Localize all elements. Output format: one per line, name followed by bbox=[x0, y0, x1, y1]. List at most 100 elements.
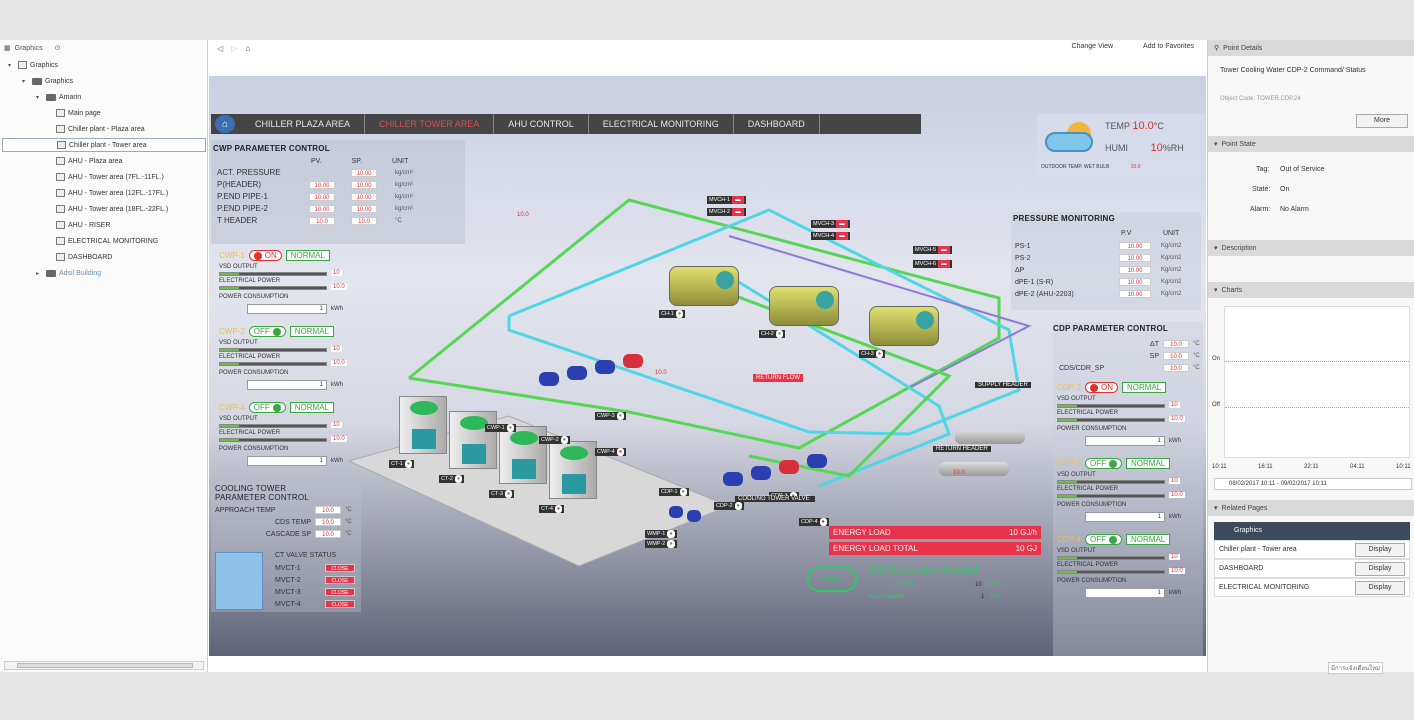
mv-valve-tag[interactable]: MVCH-3▬ bbox=[811, 220, 850, 228]
sp-input[interactable]: 10.00 bbox=[351, 168, 377, 177]
cwp-onoff-toggle[interactable]: OFF bbox=[248, 402, 286, 413]
point-state-header[interactable]: ▾Point State bbox=[1208, 136, 1414, 152]
tree-item[interactable]: Chiller plant - Plaza area bbox=[56, 122, 145, 136]
display-button[interactable]: Display bbox=[1355, 543, 1405, 557]
cwp-pump-icon[interactable] bbox=[539, 372, 559, 386]
tree-item[interactable]: ELECTRICAL MONITORING bbox=[56, 234, 158, 248]
tree-item[interactable]: ▸Adsil Building bbox=[36, 266, 101, 280]
tree-item[interactable]: AHU - Tower area (12FL.-17FL.) bbox=[56, 186, 168, 200]
cwp-vsd-value: 10 bbox=[331, 346, 342, 352]
description-header[interactable]: ▾Description bbox=[1208, 240, 1414, 256]
chiller-unit[interactable] bbox=[669, 266, 739, 306]
tree-item[interactable]: ▾Graphics bbox=[8, 58, 58, 72]
chiller-unit[interactable] bbox=[869, 306, 939, 346]
mv-valve-tag[interactable]: MVCH-6▬ bbox=[913, 260, 952, 268]
mv-valve-tag[interactable]: MVCH-4▬ bbox=[811, 232, 850, 240]
ct-tag[interactable]: CT-4● bbox=[539, 505, 565, 513]
cdp-pump-icon[interactable] bbox=[751, 466, 771, 480]
home-button[interactable]: ⌂ bbox=[215, 115, 235, 133]
nav-tab-2[interactable]: AHU CONTROL bbox=[494, 114, 589, 134]
change-view-button[interactable]: Change View bbox=[1071, 43, 1114, 50]
cdp-pump-icon[interactable] bbox=[779, 460, 799, 474]
point-details-header[interactable]: ⚲Point Details bbox=[1208, 40, 1414, 56]
display-button[interactable]: Display bbox=[1355, 581, 1405, 595]
expand-arrow-icon[interactable]: ▸ bbox=[36, 270, 40, 277]
collapse-arrow-icon[interactable]: ▾ bbox=[22, 78, 26, 85]
back-icon[interactable]: ◁ bbox=[217, 43, 224, 53]
cwp-tag[interactable]: CWP-3● bbox=[595, 412, 627, 420]
cwp-onoff-toggle[interactable]: OFF bbox=[248, 326, 286, 337]
tree-item[interactable]: AHU - Tower area (18FL.-22FL.) bbox=[56, 202, 168, 216]
cdp-tag[interactable]: CDP-1● bbox=[659, 488, 689, 496]
cwp-tag[interactable]: CWP-2● bbox=[539, 436, 571, 444]
collapse-arrow-icon[interactable]: ▾ bbox=[8, 62, 12, 69]
wmp-pump-icon[interactable] bbox=[687, 510, 701, 522]
home-icon[interactable]: ⌂ bbox=[245, 43, 251, 53]
cdp-onoff-toggle[interactable]: OFF bbox=[1085, 534, 1123, 545]
charts-header[interactable]: ▾Charts bbox=[1208, 282, 1414, 298]
sp-input[interactable]: 10.0 bbox=[351, 216, 377, 225]
cwp-tag[interactable]: CWP-1● bbox=[485, 424, 517, 432]
ct-tag[interactable]: CT-2● bbox=[439, 475, 465, 483]
chiller-tag[interactable]: CH-3● bbox=[859, 350, 886, 358]
tree-item[interactable]: ▾Amarin bbox=[36, 90, 81, 104]
cdp-tag[interactable]: CDP-4● bbox=[799, 518, 829, 526]
pin-icon[interactable]: ⊙ bbox=[54, 45, 61, 52]
cdp-pump-icon[interactable] bbox=[723, 472, 743, 486]
chiller-unit[interactable] bbox=[769, 286, 839, 326]
sp-input[interactable]: 10.00 bbox=[351, 180, 377, 189]
sp-input[interactable]: 10.00 bbox=[351, 204, 377, 213]
more-button[interactable]: More bbox=[1356, 114, 1408, 128]
cdp-pump-icon[interactable] bbox=[807, 454, 827, 468]
cdp-onoff-toggle[interactable]: OFF bbox=[1085, 458, 1123, 469]
cooling-tower-unit[interactable] bbox=[449, 411, 497, 469]
mv-valve-tag[interactable]: MVCH-1▬ bbox=[707, 196, 746, 204]
notification-footer[interactable]: มีการแจ้งเตือนใหม่ bbox=[1328, 662, 1383, 674]
cwp-pump-icon[interactable] bbox=[595, 360, 615, 374]
tree-item[interactable]: ▾Graphics bbox=[22, 74, 73, 88]
tree-item[interactable]: AHU - Plaza area bbox=[56, 154, 122, 168]
mv-valve-tag[interactable]: MVCH-5▬ bbox=[913, 246, 952, 254]
collapse-arrow-icon[interactable]: ▾ bbox=[36, 94, 40, 101]
cooling-tower-unit[interactable] bbox=[549, 441, 597, 499]
ct-param-input[interactable]: 10.0 bbox=[315, 518, 341, 526]
related-pages-header[interactable]: ▾Related Pages bbox=[1208, 500, 1414, 516]
tree-item[interactable]: DASHBOARD bbox=[56, 250, 112, 264]
horizontal-scrollbar[interactable] bbox=[4, 661, 204, 670]
nav-tab-1[interactable]: CHILLER TOWER AREA bbox=[365, 114, 495, 134]
bar-fill bbox=[220, 287, 240, 289]
cdp-param-input[interactable]: 10.0 bbox=[1163, 352, 1189, 360]
sp-input[interactable]: 10.00 bbox=[351, 192, 377, 201]
chiller-tag[interactable]: CH-2● bbox=[759, 330, 786, 338]
cdp-tag[interactable]: CDP-2● bbox=[714, 502, 744, 510]
nav-tab-0[interactable]: CHILLER PLAZA AREA bbox=[241, 114, 366, 134]
tree-item[interactable]: AHU - Tower area (7FL.-11FL.) bbox=[56, 170, 164, 184]
tree-item[interactable]: Chiller plant - Tower area bbox=[2, 138, 206, 152]
wmp-tag[interactable]: WMP-1● bbox=[645, 530, 677, 538]
ct-param-input[interactable]: 10.0 bbox=[315, 506, 341, 514]
mv-valve-tag[interactable]: MVCH-2▬ bbox=[707, 208, 746, 216]
cwp-pump-icon[interactable] bbox=[567, 366, 587, 380]
tree-item[interactable]: Main page bbox=[56, 106, 101, 120]
chart-range-field[interactable]: 08/02/2017 10:11 - 09/02/2017 10:11 bbox=[1214, 478, 1412, 490]
chiller-tag[interactable]: CH-1● bbox=[659, 310, 686, 318]
wmp-tag[interactable]: WMP-2● bbox=[645, 540, 677, 548]
ct-param-input[interactable]: 10.0 bbox=[315, 530, 341, 538]
cooling-tower-unit[interactable] bbox=[499, 426, 547, 484]
cwp-onoff-toggle[interactable]: ON bbox=[248, 250, 282, 261]
nav-tab-3[interactable]: ELECTRICAL MONITORING bbox=[589, 114, 734, 134]
cwp-pump-icon[interactable] bbox=[623, 354, 643, 368]
forward-icon[interactable]: ▷ bbox=[231, 43, 238, 53]
display-button[interactable]: Display bbox=[1355, 562, 1405, 576]
cooling-tower-unit[interactable] bbox=[399, 396, 447, 454]
cdp-onoff-toggle[interactable]: ON bbox=[1085, 382, 1119, 393]
tree-item[interactable]: AHU - RISER bbox=[56, 218, 110, 232]
cdp-param-input[interactable]: 10.0 bbox=[1163, 364, 1189, 372]
ct-tag[interactable]: CT-1● bbox=[389, 460, 415, 468]
add-favorites-button[interactable]: Add to Favorites bbox=[1143, 43, 1194, 50]
ct-tag[interactable]: CT-3● bbox=[489, 490, 515, 498]
wmp-pump-icon[interactable] bbox=[669, 506, 683, 518]
cwp-tag[interactable]: CWP-4● bbox=[595, 448, 627, 456]
cdp-param-input[interactable]: 10.0 bbox=[1163, 340, 1189, 348]
nav-tab-4[interactable]: DASHBOARD bbox=[734, 114, 820, 134]
